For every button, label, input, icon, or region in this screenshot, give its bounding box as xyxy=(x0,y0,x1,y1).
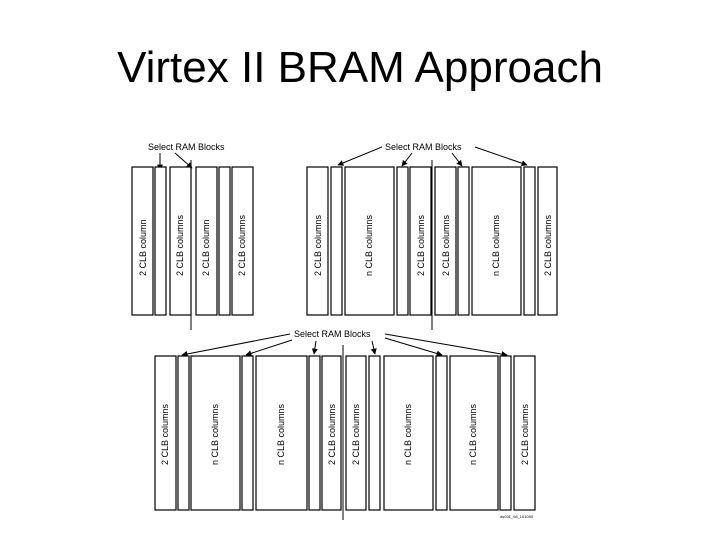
column-label: 2 CLB columns xyxy=(416,214,426,276)
clb-column-block xyxy=(409,166,432,316)
slide-title: Virtex II BRAM Approach xyxy=(117,43,603,92)
clb-column-block xyxy=(537,166,558,316)
column-label: 2 CLB columns xyxy=(237,214,247,276)
column-label: 2 CLB column xyxy=(138,219,148,276)
bram-column xyxy=(457,166,470,316)
callout-pointer xyxy=(337,146,383,166)
callout-pointer xyxy=(311,340,318,355)
clb-column-block xyxy=(513,355,536,511)
column-label: 2 CLB column xyxy=(201,219,211,276)
callout-pointer xyxy=(384,333,508,358)
callout-label: Select RAM Blocks xyxy=(148,142,225,152)
column-label: 2 CLB columns xyxy=(313,214,323,276)
clb-column-block xyxy=(154,355,177,511)
clb-column-block xyxy=(321,355,342,511)
bram-column xyxy=(368,355,381,511)
bram-column xyxy=(177,355,190,511)
clb-column-block xyxy=(255,355,308,511)
bram-column xyxy=(523,166,536,316)
clb-column-block xyxy=(190,355,241,511)
callout-pointer xyxy=(474,146,528,167)
column-label: n CLB columns xyxy=(276,403,286,465)
callout-pointer xyxy=(174,152,193,169)
clb-column-block xyxy=(471,166,522,316)
column-label: n CLB columns xyxy=(468,403,478,465)
callout-pointer xyxy=(451,152,463,167)
clb-column-block xyxy=(231,166,254,316)
column-label: n CLB columns xyxy=(364,214,374,276)
bram-column xyxy=(396,166,409,316)
clb-column-block xyxy=(383,355,434,511)
column-label: 2 CLB columns xyxy=(520,403,530,465)
callout-pointer xyxy=(384,337,443,357)
clb-column-block xyxy=(449,355,499,511)
bram-column xyxy=(330,166,343,316)
clb-column-block xyxy=(306,166,329,316)
column-label: 2 CLB columns xyxy=(441,214,451,276)
bram-column xyxy=(218,166,231,316)
callout-pointer xyxy=(370,340,377,355)
bram-column xyxy=(499,355,512,511)
column-label: 2 CLB columns xyxy=(543,214,553,276)
column-label: 2 CLB columns xyxy=(327,403,337,465)
column-label: 2 CLB columns xyxy=(175,214,185,276)
callout-pointer xyxy=(245,339,293,357)
column-label: 2 CLB columns xyxy=(160,403,170,465)
clb-column-block xyxy=(344,166,395,316)
clb-column-block xyxy=(131,166,154,316)
figure-code: ds031_08_101000 xyxy=(500,514,534,519)
clb-column-block xyxy=(434,166,457,316)
column-label: n CLB columns xyxy=(210,403,220,465)
column-label: n CLB columns xyxy=(403,403,413,465)
top-right-layout: Select RAM Blocks 2 CLB columns n CLB co… xyxy=(306,142,558,330)
callout-label: Select RAM Blocks xyxy=(385,142,462,152)
bottom-layout: Select RAM Blocks 2 CLB columns n CLB co… xyxy=(154,329,536,520)
bram-column xyxy=(435,355,448,511)
callout-label: Select RAM Blocks xyxy=(294,329,371,339)
bram-column xyxy=(241,355,254,511)
bram-column xyxy=(154,166,167,316)
bram-column xyxy=(308,355,321,511)
column-label: n CLB columns xyxy=(491,214,501,276)
top-left-layout: Select RAM Blocks 2 CLB column 2 CLB col… xyxy=(131,142,254,330)
clb-column-block xyxy=(195,166,218,316)
callout-pointer xyxy=(401,152,413,167)
clb-column-block xyxy=(345,355,367,511)
column-label: 2 CLB columns xyxy=(351,403,361,465)
callout-pointer xyxy=(181,333,291,357)
